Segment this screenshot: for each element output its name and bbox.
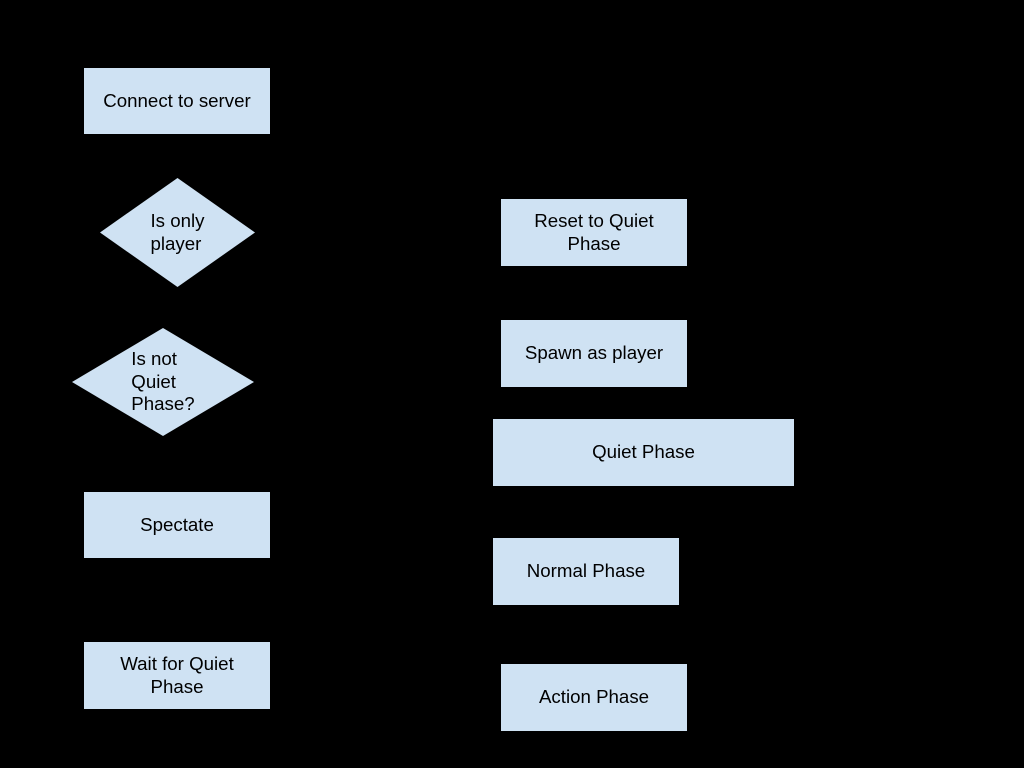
flow-node-label: Is only player: [150, 210, 205, 254]
flow-node-label: Action Phase: [538, 686, 650, 708]
flow-node-spawn-as-player: Spawn as player: [500, 319, 688, 388]
flow-node-reset-to-quiet-phase: Reset to Quiet Phase: [500, 198, 688, 267]
flow-node-connect-to-server: Connect to server: [83, 67, 271, 135]
flow-node-action-phase: Action Phase: [500, 663, 688, 732]
flow-decision-is-only-player: Is only player: [100, 178, 255, 287]
flow-node-label: Spawn as player: [524, 342, 664, 364]
flow-node-label: Spectate: [140, 513, 214, 535]
flow-node-label: Reset to Quiet Phase: [534, 210, 654, 254]
flow-node-label: Wait for Quiet Phase: [120, 653, 234, 697]
flow-node-label: Is not Quiet Phase?: [131, 348, 195, 415]
flow-node-label: Normal Phase: [526, 560, 646, 582]
flow-decision-is-not-quiet-phase: Is not Quiet Phase?: [72, 328, 254, 436]
flow-node-spectate: Spectate: [83, 491, 271, 559]
flow-node-label: Connect to server: [103, 89, 251, 111]
flow-node-label: Quiet Phase: [592, 441, 695, 463]
flow-node-wait-for-quiet-phase: Wait for Quiet Phase: [83, 641, 271, 710]
flow-node-quiet-phase: Quiet Phase: [492, 418, 795, 487]
flow-node-normal-phase: Normal Phase: [492, 537, 680, 606]
